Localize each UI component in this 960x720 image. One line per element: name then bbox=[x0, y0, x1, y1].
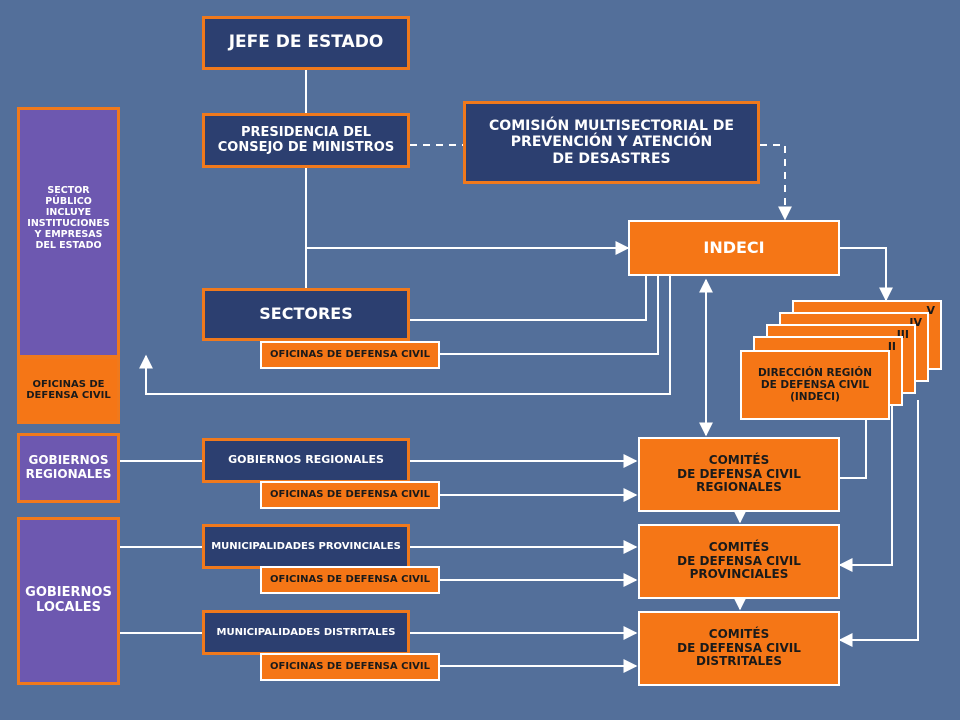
gobiernos-regionales-mid-label: GOBIERNOS REGIONALES bbox=[228, 453, 384, 467]
comision-line-2: PREVENCIÓN Y ATENCIÓN bbox=[510, 134, 713, 151]
sectores-box: SECTORES bbox=[202, 288, 410, 341]
muni-provinciales-label: MUNICIPALIDADES PROVINCIALES bbox=[211, 540, 401, 552]
link-indeci-oficinas bbox=[440, 276, 659, 355]
comite-regionales-line-1: COMITÉS bbox=[708, 452, 770, 467]
regionales-oficinas-label: OFICINAS DE DEFENSA CIVIL bbox=[270, 489, 430, 501]
gobiernos-regionales-mid-box: GOBIERNOS REGIONALES bbox=[202, 438, 410, 483]
sector-publico-line-1: SECTOR bbox=[47, 185, 90, 196]
stack-label-v: V bbox=[926, 304, 935, 317]
gobiernos-locales-line-2: LOCALES bbox=[36, 600, 101, 615]
oficinas-left-line-2: DEFENSA CIVIL bbox=[26, 390, 111, 401]
sectores-oficinas-label: OFICINAS DE DEFENSA CIVIL bbox=[270, 349, 430, 361]
oficinas-left-line-1: OFICINAS DE bbox=[32, 378, 105, 390]
indeci-box: INDECI bbox=[628, 220, 840, 276]
comite-distritales-line-2: DE DEFENSA CIVIL bbox=[677, 640, 801, 655]
gobiernos-locales-box: GOBIERNOS LOCALES bbox=[17, 517, 120, 685]
pcm-box: PRESIDENCIA DEL CONSEJO DE MINISTROS bbox=[202, 113, 410, 168]
link-direccion-regionales bbox=[840, 420, 867, 479]
comite-distritales-box: COMITÉS DE DEFENSA CIVIL DISTRITALES bbox=[638, 611, 840, 686]
oficinas-left-box: OFICINAS DE DEFENSA CIVIL bbox=[17, 356, 120, 424]
pcm-line-2: CONSEJO DE MINISTROS bbox=[217, 139, 395, 155]
gobiernos-locales-line-1: GOBIERNOS bbox=[25, 585, 112, 601]
sector-publico-line-3: INCLUYE bbox=[45, 206, 92, 218]
comite-provinciales-box: COMITÉS DE DEFENSA CIVIL PROVINCIALES bbox=[638, 524, 840, 599]
link-indeci-direccion bbox=[840, 247, 893, 302]
link-direccion-provinciales bbox=[838, 400, 893, 572]
sector-publico-box: SECTOR PÚBLICO INCLUYE INSTITUCIONES Y E… bbox=[17, 107, 120, 358]
distritales-oficinas-label: OFICINAS DE DEFENSA CIVIL bbox=[270, 661, 430, 673]
gobiernos-regionales-line-1: GOBIERNOS bbox=[28, 453, 109, 468]
gobiernos-regionales-box: GOBIERNOS REGIONALES bbox=[17, 433, 120, 503]
indeci-label: INDECI bbox=[703, 237, 765, 257]
comite-regionales-line-3: REGIONALES bbox=[696, 480, 782, 495]
comite-provinciales-line-1: COMITÉS bbox=[708, 539, 770, 554]
direccion-line-1: DIRECCIÓN REGIÓN bbox=[757, 366, 873, 379]
gobiernos-regionales-line-2: REGIONALES bbox=[25, 467, 112, 481]
stack-label-ii: II bbox=[887, 340, 896, 353]
muni-distritales-label: MUNICIPALIDADES DISTRITALES bbox=[216, 626, 396, 638]
direccion-line-2: DE DEFENSA CIVIL bbox=[760, 378, 870, 391]
provinciales-oficinas-box: OFICINAS DE DEFENSA CIVIL bbox=[260, 566, 440, 594]
comite-provinciales-line-3: PROVINCIALES bbox=[689, 567, 789, 582]
muni-distritales-box: MUNICIPALIDADES DISTRITALES bbox=[202, 610, 410, 655]
sectores-label: SECTORES bbox=[259, 304, 353, 324]
regionales-oficinas-box: OFICINAS DE DEFENSA CIVIL bbox=[260, 481, 440, 509]
comite-distritales-line-1: COMITÉS bbox=[708, 626, 770, 641]
comision-box: COMISIÓN MULTISECTORIAL DE PREVENCIÓN Y … bbox=[463, 101, 760, 184]
link-direccion-distritales bbox=[838, 400, 919, 647]
sectores-oficinas-box: OFICINAS DE DEFENSA CIVIL bbox=[260, 341, 440, 369]
muni-provinciales-box: MUNICIPALIDADES PROVINCIALES bbox=[202, 524, 410, 569]
direccion-line-3: (INDECI) bbox=[790, 391, 840, 404]
distritales-oficinas-box: OFICINAS DE DEFENSA CIVIL bbox=[260, 653, 440, 681]
sector-publico-line-4: INSTITUCIONES bbox=[27, 217, 110, 229]
link-indeci-sector-publico bbox=[139, 276, 671, 395]
sector-publico-line-5: Y EMPRESAS bbox=[34, 228, 103, 240]
provinciales-oficinas-label: OFICINAS DE DEFENSA CIVIL bbox=[270, 574, 430, 586]
link-indeci-sectores bbox=[410, 276, 647, 321]
comision-line-1: COMISIÓN MULTISECTORIAL DE bbox=[489, 118, 734, 135]
pcm-line-1: PRESIDENCIA DEL bbox=[240, 124, 372, 140]
jefe-de-estado-box: JEFE DE ESTADO bbox=[202, 16, 410, 70]
comision-line-3: DE DESASTRES bbox=[552, 150, 671, 167]
sector-publico-line-2: PÚBLICO bbox=[45, 195, 92, 207]
comite-distritales-line-3: DISTRITALES bbox=[696, 654, 782, 669]
sector-publico-line-6: DEL ESTADO bbox=[35, 239, 102, 251]
jefe-de-estado-label: JEFE DE ESTADO bbox=[228, 32, 384, 53]
direccion-region-box: DIRECCIÓN REGIÓN DE DEFENSA CIVIL (INDEC… bbox=[740, 350, 890, 420]
comite-provinciales-line-2: DE DEFENSA CIVIL bbox=[677, 553, 801, 568]
comite-regionales-line-2: DE DEFENSA CIVIL bbox=[677, 466, 801, 481]
link-comision-indeci bbox=[760, 144, 792, 221]
comite-regionales-box: COMITÉS DE DEFENSA CIVIL REGIONALES bbox=[638, 437, 840, 512]
